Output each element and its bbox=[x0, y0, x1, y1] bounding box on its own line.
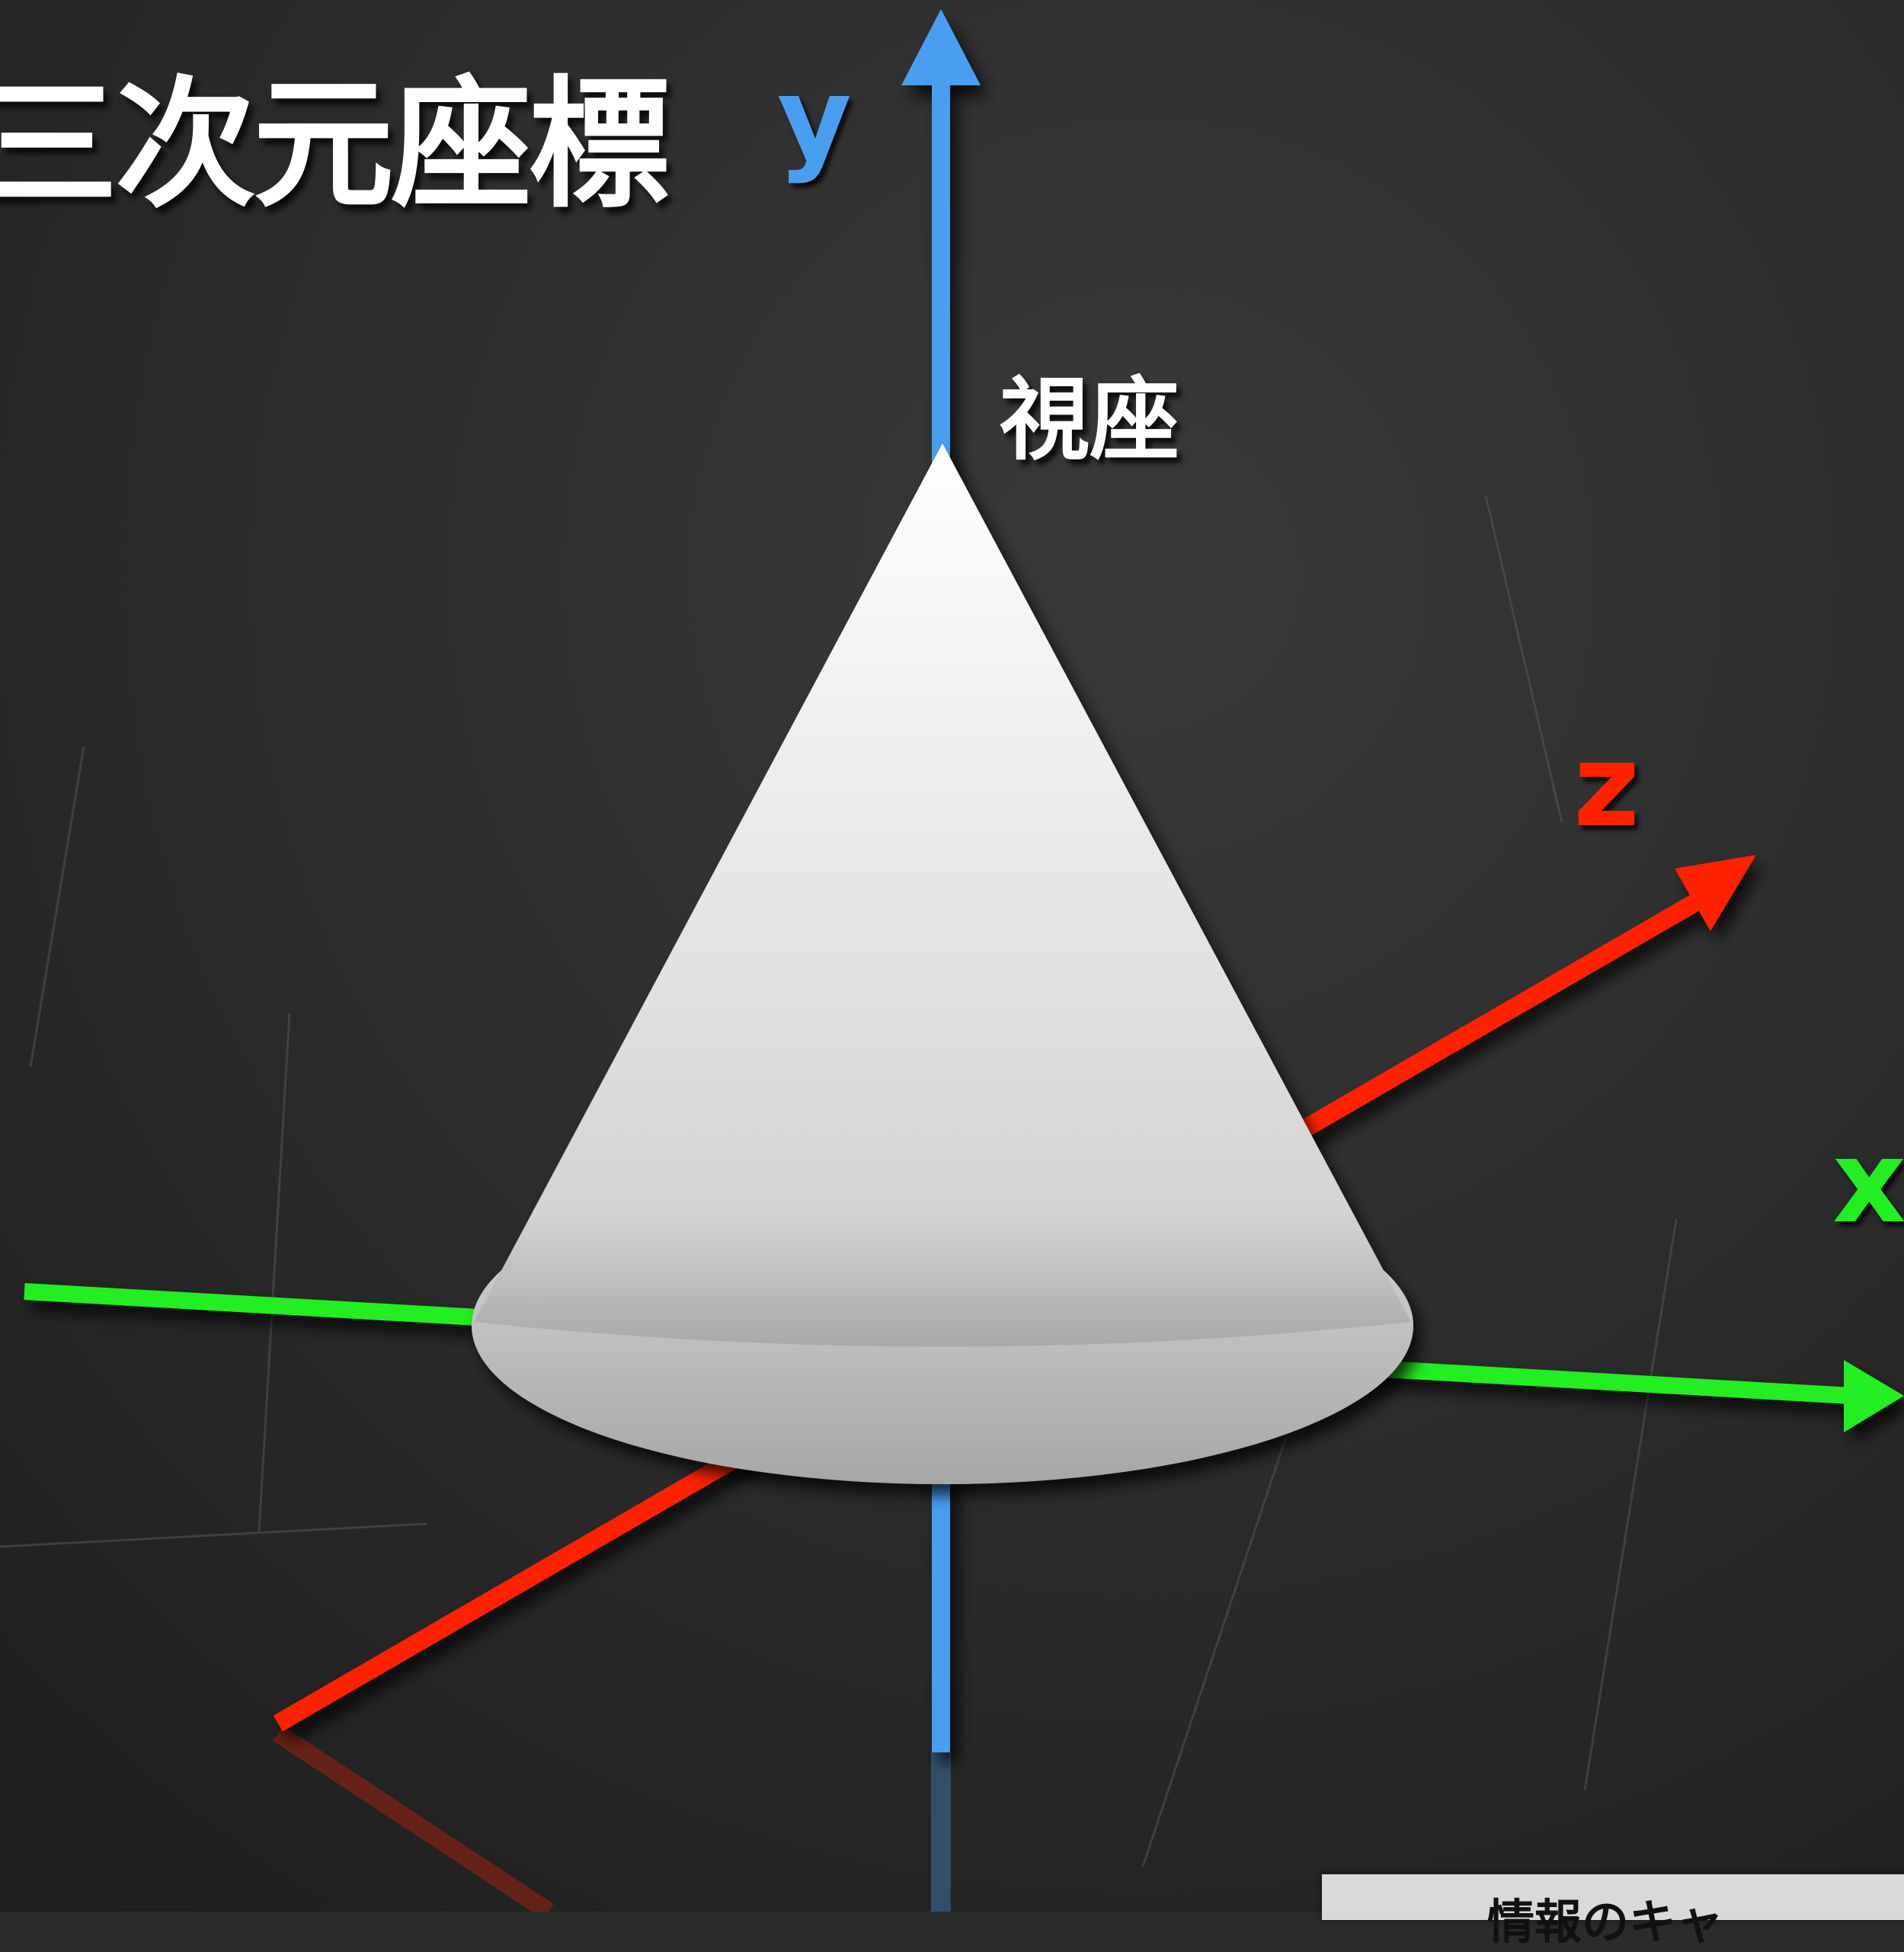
chalk-scratches bbox=[0, 494, 1678, 1867]
y-axis-reflection bbox=[931, 1752, 951, 1912]
page-title: 三次元座標 bbox=[0, 61, 670, 227]
x-axis-arrowhead bbox=[1844, 1360, 1904, 1432]
z-axis-reflection bbox=[273, 1725, 554, 1912]
z-axis-label: z bbox=[1573, 720, 1640, 853]
z-axis-arrowhead bbox=[1675, 855, 1756, 931]
viewpoint-label: 視座 bbox=[1000, 366, 1180, 472]
cone-body bbox=[474, 443, 1411, 1347]
corner-note-text: 情報のキャ bbox=[1487, 1894, 1724, 1950]
x-axis-label: x bbox=[1832, 1116, 1904, 1249]
y-axis-arrowhead bbox=[901, 9, 981, 85]
y-axis-label: y bbox=[777, 53, 852, 186]
diagram-svg bbox=[0, 0, 1904, 1912]
cone bbox=[472, 443, 1413, 1484]
